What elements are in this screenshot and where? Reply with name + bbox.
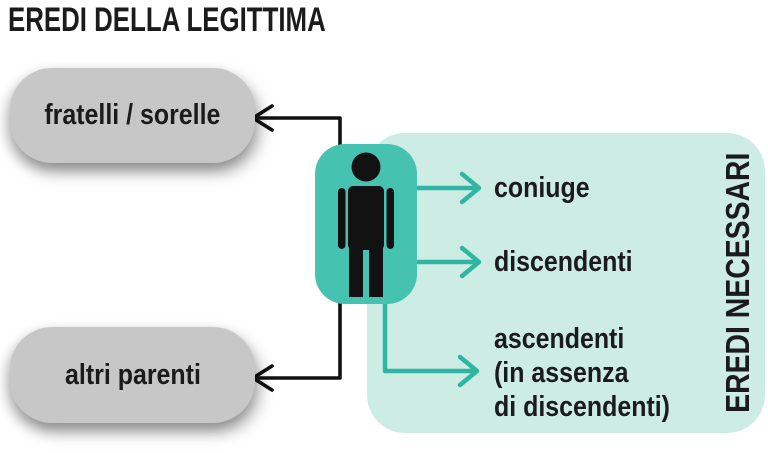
node-fratelli-sorelle-label: fratelli / sorelle [44,99,221,131]
person-icon [338,152,394,297]
deceased-person-node [315,144,417,304]
label-ascendenti: ascendenti (in assenza di discendenti) [494,323,670,423]
eredi-necessari-panel [367,133,765,433]
panel-side-label: EREDI NECESSARI [719,152,756,414]
arrowhead-discendenti-icon [459,245,482,279]
label-coniuge: coniuge [494,172,590,204]
node-altri-parenti: altri parenti [10,327,255,423]
node-fratelli-sorelle: fratelli / sorelle [10,68,255,163]
teal-connectors [382,171,482,388]
arrowhead-ascendenti-icon [457,354,480,388]
arrowhead-coniuge-icon [459,171,482,205]
node-altri-parenti-label: altri parenti [64,358,201,391]
page-title: EREDI DELLA LEGITTIMA [8,1,326,39]
label-discendenti: discendenti [494,246,633,278]
